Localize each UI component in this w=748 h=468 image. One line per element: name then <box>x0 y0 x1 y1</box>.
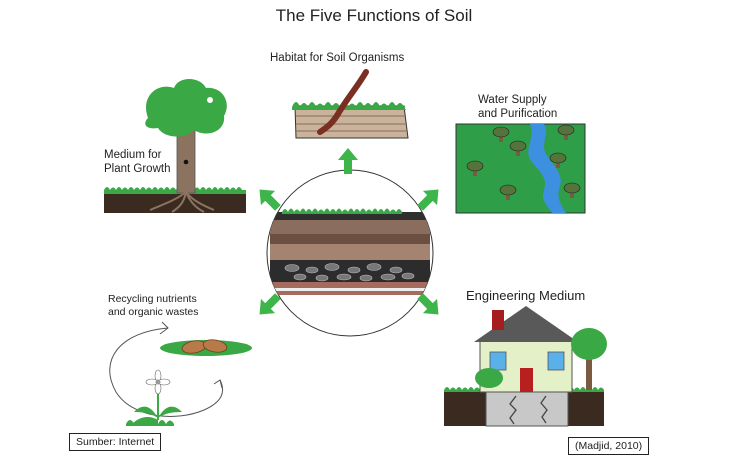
label-recycling: Recycling nutrients and organic wastes <box>108 293 198 319</box>
source-internet: Sumber: Internet <box>69 433 162 451</box>
recycling-illustration <box>109 321 252 426</box>
diagram-title: The Five Functions of Soil <box>275 6 473 25</box>
label-plant-growth: Medium for Plant Growth <box>104 148 170 176</box>
label-habitat: Habitat for Soil Organisms <box>270 52 405 64</box>
central-soil-profile <box>266 169 434 337</box>
arrow-upper-right <box>417 189 439 211</box>
arrows <box>259 148 439 315</box>
habitat-illustration <box>292 69 409 139</box>
label-recycle-line2: and organic wastes <box>108 306 199 318</box>
label-plant-line2: Plant Growth <box>104 163 171 175</box>
label-water-line2: and Purification <box>478 108 558 120</box>
label-water-line1: Water Supply <box>478 94 547 106</box>
arrow-up <box>338 148 358 174</box>
label-water-supply: Water Supply and Purification <box>478 93 557 121</box>
arrow-lower-right <box>417 293 439 315</box>
source-citation: (Madjid, 2010) <box>568 437 650 455</box>
engineering-illustration <box>444 306 607 427</box>
water-supply-illustration <box>455 123 586 214</box>
label-recycle-line1: Recycling nutrients <box>108 293 197 305</box>
arrow-upper-left <box>259 189 281 211</box>
small-trees <box>466 124 581 200</box>
arrow-lower-left <box>259 293 281 315</box>
plant-growth-illustration <box>104 79 246 213</box>
label-engineering: Engineering Medium <box>466 288 586 303</box>
label-plant-line1: Medium for <box>104 149 162 161</box>
